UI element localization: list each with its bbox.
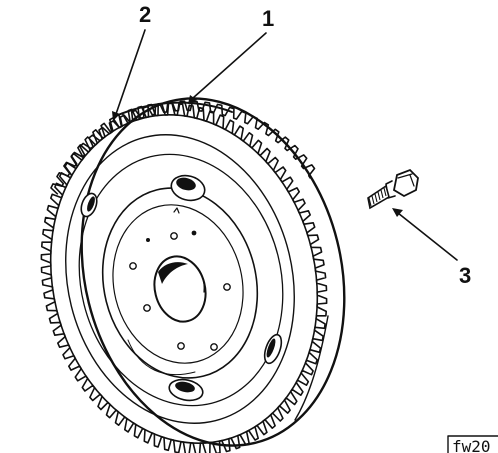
bolt-hole bbox=[170, 232, 178, 240]
arrowhead-2 bbox=[112, 111, 120, 121]
bolt-thread bbox=[380, 189, 384, 199]
bolt-hole bbox=[210, 343, 218, 351]
flywheel-bolt bbox=[367, 168, 419, 210]
slot-top bbox=[170, 174, 206, 202]
figure-id: fw20 bbox=[452, 437, 491, 453]
callout-2: 2 bbox=[139, 2, 151, 27]
bolt-thread bbox=[383, 187, 387, 197]
ring-gear-teeth bbox=[40, 102, 328, 453]
leader-lines bbox=[112, 29, 458, 261]
bolt-hole bbox=[143, 304, 151, 312]
arrowhead-1 bbox=[188, 95, 197, 104]
flywheel-ring bbox=[80, 97, 346, 447]
dowel-pin bbox=[191, 230, 197, 236]
dowel-pin bbox=[146, 238, 150, 242]
bolt-hole bbox=[177, 342, 185, 350]
bolt-threads bbox=[368, 187, 387, 207]
pilot-bore bbox=[153, 255, 207, 323]
callout-labels: 1 2 3 bbox=[139, 2, 471, 288]
leader-line-3 bbox=[397, 212, 458, 261]
crankshaft-bolt-holes bbox=[129, 207, 231, 351]
slot-left bbox=[80, 192, 98, 218]
bolt-thread bbox=[368, 197, 372, 207]
bolt-thread bbox=[377, 191, 381, 201]
arrowhead-3 bbox=[392, 208, 403, 217]
ring-gear bbox=[40, 100, 328, 453]
bolt-thread bbox=[374, 193, 378, 203]
flywheel-face bbox=[65, 134, 295, 424]
bolt-hole bbox=[129, 262, 137, 270]
face-slots bbox=[80, 174, 283, 402]
leader-line-2 bbox=[115, 29, 146, 115]
slot-bottom bbox=[168, 378, 204, 402]
bolt-hole bbox=[223, 283, 231, 291]
leader-line-1 bbox=[192, 32, 267, 99]
slot-right bbox=[263, 333, 283, 365]
callout-1: 1 bbox=[262, 6, 274, 31]
ring-gear-teeth-rear bbox=[50, 100, 316, 195]
gear-tooth-band bbox=[40, 102, 328, 453]
callout-3: 3 bbox=[459, 263, 471, 288]
figure-id-tag: fw20 bbox=[447, 435, 498, 453]
gear-tooth-band bbox=[50, 100, 316, 195]
bolt-thread bbox=[371, 195, 375, 205]
